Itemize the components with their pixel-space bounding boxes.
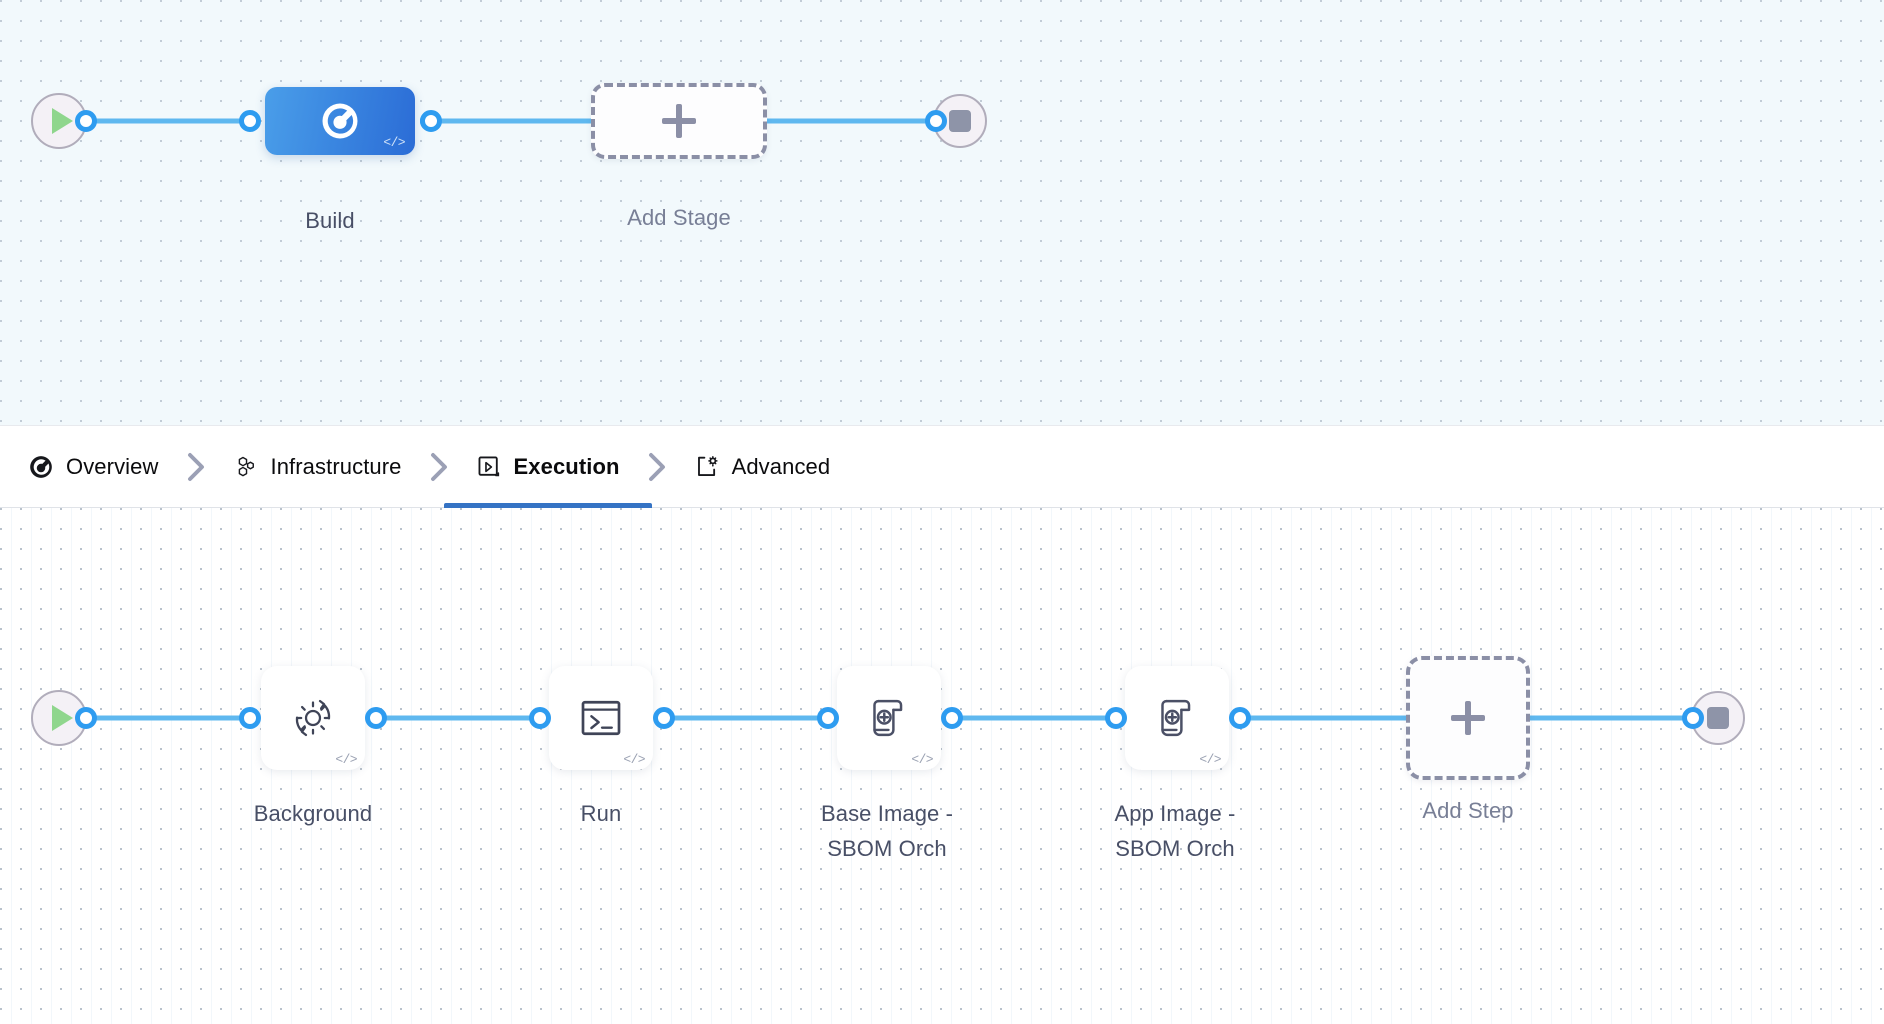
step-caption-base-image-sbom-orch: Base Image - SBOM Orch <box>820 801 954 861</box>
tab-label: Overview <box>66 453 159 479</box>
stop-icon <box>949 110 971 132</box>
play-icon <box>51 108 73 134</box>
add-step-node[interactable] <box>1406 656 1530 780</box>
chevron-right-icon <box>648 452 665 481</box>
stage-node-build[interactable]: </> <box>265 87 415 155</box>
stage-graph-canvas[interactable]: </> Build Add Stage <box>0 0 1884 425</box>
port-app-image-out[interactable] <box>1229 707 1251 729</box>
code-badge[interactable]: </> <box>383 135 405 150</box>
port-build-out[interactable] <box>420 110 442 132</box>
tab-advanced[interactable]: Advanced <box>690 426 835 507</box>
add-step-caption: Add Step <box>1422 798 1514 823</box>
plus-icon <box>662 104 696 138</box>
card-gear-icon <box>697 455 718 476</box>
step-caption-run: Run <box>580 801 622 826</box>
edge-start-to-background <box>86 715 250 721</box>
stage-config-tabbar: Overview Infrastructure <box>0 425 1884 508</box>
port-base-image-out[interactable] <box>941 707 963 729</box>
edge-baseimage-to-appimage <box>952 715 1116 721</box>
tab-separator-1 <box>163 452 229 482</box>
edge-build-to-addstage <box>420 118 600 124</box>
tab-separator-2 <box>406 452 472 482</box>
step-caption-background: Background <box>253 801 373 826</box>
add-stage-caption: Add Stage <box>627 205 731 230</box>
gear-refresh-icon <box>295 699 331 737</box>
code-badge[interactable]: </> <box>623 752 645 767</box>
chevron-right-icon <box>187 452 204 481</box>
step-node-run[interactable]: </> <box>549 666 653 770</box>
stage-end-node[interactable] <box>933 94 987 148</box>
edge-background-to-run <box>376 715 540 721</box>
tab-separator-3 <box>624 452 690 482</box>
step-caption-app-image-sbom-orch: App Image - SBOM Orch <box>1114 801 1236 861</box>
terminal-icon <box>581 700 621 736</box>
port-base-image-in[interactable] <box>817 707 839 729</box>
edge-run-to-baseimage <box>664 715 828 721</box>
edge-addstage-to-end <box>760 118 940 124</box>
edge-start-to-build <box>86 118 250 124</box>
step-start-node[interactable] <box>31 690 87 746</box>
scroll-plus-icon <box>873 699 903 737</box>
code-badge[interactable]: </> <box>335 752 357 767</box>
play-icon <box>51 705 73 731</box>
add-stage-node[interactable] <box>591 83 767 159</box>
step-node-base-image-sbom-orch[interactable]: </> <box>837 666 941 770</box>
tab-infrastructure[interactable]: Infrastructure <box>229 426 406 507</box>
port-end-in[interactable] <box>925 110 947 132</box>
code-badge[interactable]: </> <box>911 752 933 767</box>
edge-addstep-to-end <box>1529 715 1693 721</box>
tab-execution[interactable]: Execution <box>443 426 652 508</box>
step-graph-canvas[interactable]: </> Background </> Run <box>0 508 1884 1024</box>
step-node-app-image-sbom-orch[interactable]: </> <box>1125 666 1229 770</box>
stage-caption-build: Build <box>305 208 355 233</box>
harness-pipeline-icon <box>30 455 52 478</box>
step-node-background[interactable]: </> <box>261 666 365 770</box>
port-run-in[interactable] <box>529 707 551 729</box>
code-badge[interactable]: </> <box>1199 752 1221 767</box>
play-box-icon <box>478 456 499 476</box>
tab-label: Advanced <box>731 453 831 479</box>
tab-label: Infrastructure <box>270 453 402 479</box>
port-run-out[interactable] <box>653 707 675 729</box>
port-step-end-in[interactable] <box>1682 707 1704 729</box>
chevron-right-icon <box>430 452 447 481</box>
harness-pipeline-icon <box>322 103 358 139</box>
port-start-out[interactable] <box>75 110 97 132</box>
port-build-in[interactable] <box>239 110 261 132</box>
port-background-out[interactable] <box>365 707 387 729</box>
plus-icon <box>1451 701 1485 735</box>
scroll-plus-icon <box>1161 699 1191 737</box>
tab-label: Execution <box>513 453 620 479</box>
edge-appimage-to-addstep <box>1240 715 1410 721</box>
port-step-start-out[interactable] <box>75 707 97 729</box>
port-app-image-in[interactable] <box>1105 707 1127 729</box>
stop-icon <box>1707 707 1729 729</box>
hexagons-icon <box>238 456 254 476</box>
port-background-in[interactable] <box>239 707 261 729</box>
tab-overview[interactable]: Overview <box>24 426 163 507</box>
